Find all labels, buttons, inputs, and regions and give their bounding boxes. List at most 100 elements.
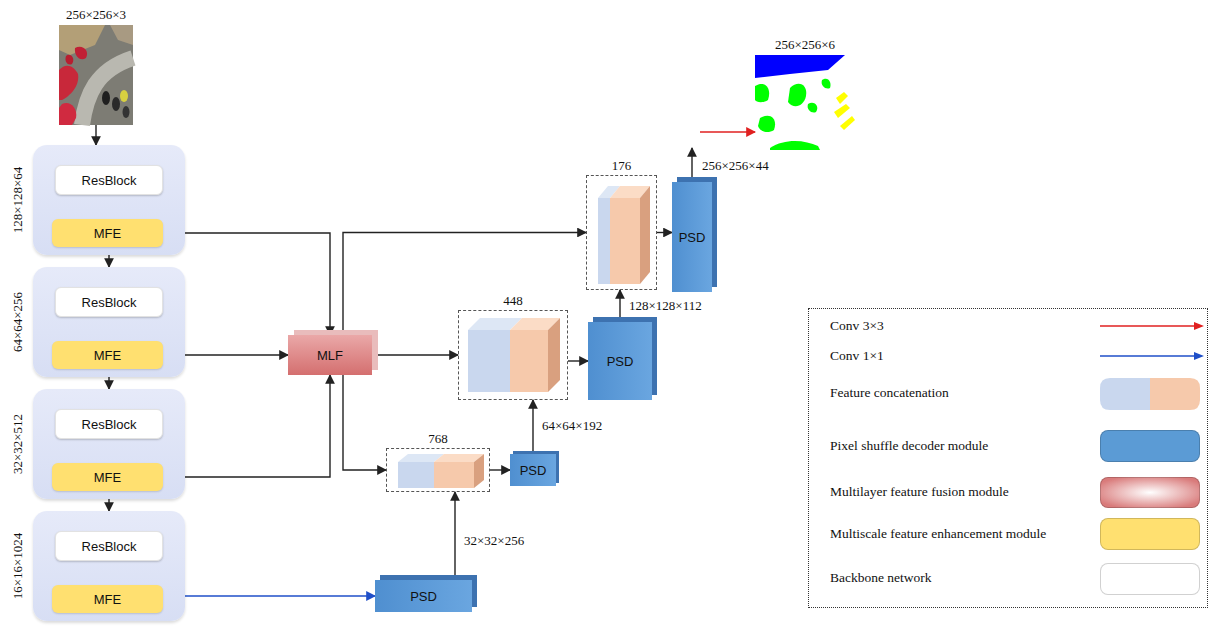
dimension-label: 64×64×256: [10, 292, 25, 352]
legend-swatch: [1100, 430, 1200, 462]
legend-swatch: [1100, 477, 1200, 508]
box-label: MFE: [94, 470, 121, 485]
connector-line: [490, 469, 510, 470]
box-label: ResBlock: [82, 173, 137, 188]
dimension-label: 32×32×512: [10, 414, 25, 474]
box-label: MFE: [94, 348, 121, 363]
connector-line: [163, 233, 330, 335]
connector: [163, 596, 375, 597]
connector: [455, 492, 456, 580]
connector-line: [163, 595, 375, 596]
connector: [620, 290, 621, 322]
connector-line: [454, 492, 455, 580]
connector: [533, 400, 534, 454]
box-label: MFE: [94, 592, 121, 607]
dimension-label: 256×256×44: [700, 158, 771, 173]
dimension-label: 128×128×64: [10, 167, 25, 234]
image-node: 256×256×3: [59, 25, 133, 125]
connector: [109, 255, 110, 267]
connector: [109, 499, 110, 511]
connector-line: [108, 255, 109, 267]
psd-box: PSD: [672, 182, 712, 292]
box-label: ResBlock: [82, 539, 137, 554]
legend-text: Multilayer feature fusion module: [830, 483, 1009, 501]
encoder-stage: 16×16×1024ResBlockMFE: [33, 511, 185, 621]
connector: [343, 233, 586, 336]
legend-text: Conv 1×1: [830, 347, 884, 365]
box-label: PSD: [607, 354, 634, 369]
concat-group: 448: [458, 310, 568, 400]
connector: [657, 232, 672, 233]
concat-slabs: [398, 454, 484, 488]
connector: [343, 375, 386, 470]
mfe-box: MFE: [52, 219, 163, 247]
legend-text: Backbone network: [830, 569, 932, 587]
connector-line: [108, 499, 109, 511]
psd-box: PSD: [510, 454, 556, 486]
resblock-box: ResBlock: [55, 165, 163, 195]
concat-slabs: [468, 318, 560, 392]
legend-text: Conv 3×3: [830, 317, 884, 335]
connector: [109, 377, 110, 389]
dimension-label: 256×256×6: [775, 37, 835, 52]
psd-box: PSD: [375, 580, 472, 612]
box-label: MLF: [317, 348, 343, 363]
legend-text: Pixel shuffle decoder module: [830, 437, 988, 455]
connector-line: [568, 360, 588, 361]
connector-line: [657, 232, 672, 233]
channel-count: 176: [612, 158, 632, 173]
mfe-box: MFE: [52, 341, 163, 369]
dimension-label: 128×128×112: [627, 298, 704, 313]
connector: [163, 375, 330, 477]
channel-count: 448: [503, 293, 523, 308]
image-node: 256×256×6: [755, 55, 855, 150]
connector-line: [108, 377, 109, 389]
connector: [490, 470, 510, 471]
legend-text: Feature concatenation: [830, 384, 949, 402]
connector-line: [532, 400, 533, 454]
connector-line: [343, 375, 386, 470]
legend-samples: [1100, 322, 1204, 410]
dimension-label: 64×64×192: [540, 418, 604, 433]
box-label: ResBlock: [82, 295, 137, 310]
input-image: [59, 25, 133, 125]
dimension-label: 32×32×256: [462, 533, 526, 548]
encoder-stage: 128×128×64ResBlockMFE: [33, 145, 185, 255]
mlf-box: MLF: [288, 335, 372, 375]
legend-swatch: [1100, 563, 1200, 595]
connector-line: [691, 148, 692, 182]
connector: [372, 355, 458, 356]
encoder-stage: 64×64×256ResBlockMFE: [33, 267, 185, 377]
concat-group: 768: [386, 448, 490, 492]
legend-swatch: [1100, 518, 1200, 550]
psd-box: PSD: [588, 322, 652, 400]
connector: [96, 125, 97, 145]
connector-line: [700, 131, 755, 132]
box-label: ResBlock: [82, 417, 137, 432]
dimension-label: 256×256×3: [66, 7, 126, 22]
concat-group: 176: [586, 175, 657, 290]
connector: [568, 361, 588, 362]
box-label: MFE: [94, 226, 121, 241]
connector-line: [95, 125, 96, 145]
connector: [692, 132, 755, 182]
mfe-box: MFE: [52, 463, 163, 491]
resblock-box: ResBlock: [55, 531, 163, 561]
connector-line: [343, 233, 586, 336]
connector-line: [619, 290, 620, 322]
resblock-box: ResBlock: [55, 409, 163, 439]
concat-slabs: [598, 186, 650, 284]
encoder-stage: 32×32×512ResBlockMFE: [33, 389, 185, 499]
box-label: PSD: [520, 463, 547, 478]
resblock-box: ResBlock: [55, 287, 163, 317]
box-label: PSD: [410, 589, 437, 604]
mfe-box: MFE: [52, 585, 163, 613]
legend-text: Multiscale feature enhancement module: [830, 525, 1046, 543]
connector-line: [163, 375, 330, 477]
connector: [163, 233, 330, 335]
box-label: PSD: [679, 230, 706, 245]
connector-line: [372, 354, 458, 355]
dimension-label: 16×16×1024: [10, 533, 25, 600]
output-map: [755, 55, 855, 150]
